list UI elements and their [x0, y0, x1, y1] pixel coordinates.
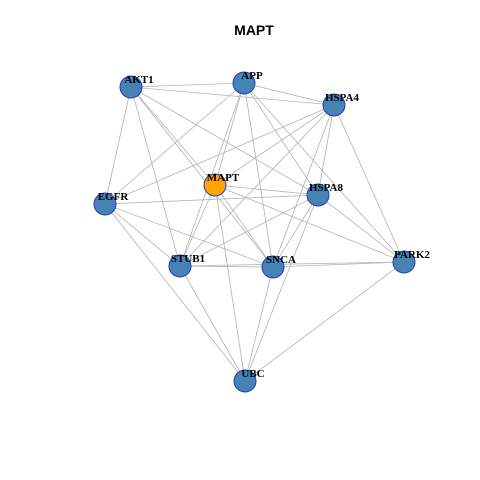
edge-stub1-ubc [179, 265, 246, 382]
edge-hspa8-egfr [104, 194, 319, 205]
edge-akt1-app [130, 82, 245, 88]
node-label-egfr: EGFR [98, 191, 130, 203]
edge-app-hspa8 [243, 82, 319, 196]
node-hspa4 [322, 93, 346, 117]
edge-app-snca [243, 82, 274, 268]
edge-akt1-egfr [104, 86, 132, 205]
edge-stub1-snca [179, 265, 274, 268]
node-layer [93, 71, 416, 393]
node-label-snca: SNCA [266, 254, 296, 266]
edge-akt1-hspa4 [130, 86, 335, 106]
edge-app-hspa4 [243, 82, 335, 106]
edge-hspa4-hspa8 [317, 104, 335, 196]
node-hspa8 [306, 183, 330, 207]
node-label-akt1: AKT1 [124, 74, 153, 86]
edge-akt1-stub1 [130, 86, 181, 267]
node-label-hspa4: HSPA4 [325, 92, 360, 104]
edge-snca-ubc [244, 266, 274, 382]
edge-egfr-stub1 [104, 203, 181, 267]
node-label-mapt: MAPT [207, 172, 240, 184]
node-egfr [93, 192, 117, 216]
edge-egfr-snca [104, 203, 274, 268]
edge-hspa4-snca [272, 104, 335, 268]
node-akt1 [119, 75, 143, 99]
node-label-park2: PARK2 [394, 249, 430, 261]
edge-snca-park2 [272, 261, 405, 268]
node-stub1 [168, 254, 192, 278]
edge-hspa8-snca [272, 194, 319, 268]
node-label-app: APP [241, 70, 263, 82]
edge-park2-ubc [244, 261, 405, 382]
edge-akt1-hspa8 [130, 86, 319, 196]
edge-mapt-ubc [214, 184, 246, 382]
edge-akt1-snca [130, 86, 274, 268]
edge-egfr-ubc [104, 203, 246, 382]
edge-hspa4-mapt [214, 104, 335, 186]
edge-layer [104, 82, 405, 382]
node-label-ubc: UBC [241, 368, 264, 380]
edge-hspa4-egfr [104, 104, 335, 205]
node-ubc [233, 369, 257, 393]
edge-hspa4-stub1 [179, 104, 335, 267]
node-label-stub1: STUB1 [171, 253, 205, 265]
node-app [232, 71, 256, 95]
node-mapt [203, 173, 227, 197]
edge-app-egfr [104, 82, 245, 205]
diagram-title: MAPT [234, 22, 274, 38]
edge-app-park2 [243, 82, 405, 263]
edge-mapt-hspa8 [214, 184, 319, 196]
node-snca [261, 255, 285, 279]
edge-app-mapt [214, 82, 245, 186]
edge-hspa8-ubc [244, 194, 319, 382]
node-label-hspa8: HSPA8 [309, 182, 344, 194]
edge-akt1-mapt [130, 86, 216, 186]
edge-hspa8-stub1 [179, 194, 319, 267]
node-park2 [392, 250, 416, 274]
edge-mapt-stub1 [179, 184, 216, 267]
edge-stub1-park2 [179, 261, 405, 267]
edge-hspa4-park2 [333, 104, 405, 263]
edge-hspa8-park2 [317, 194, 405, 263]
